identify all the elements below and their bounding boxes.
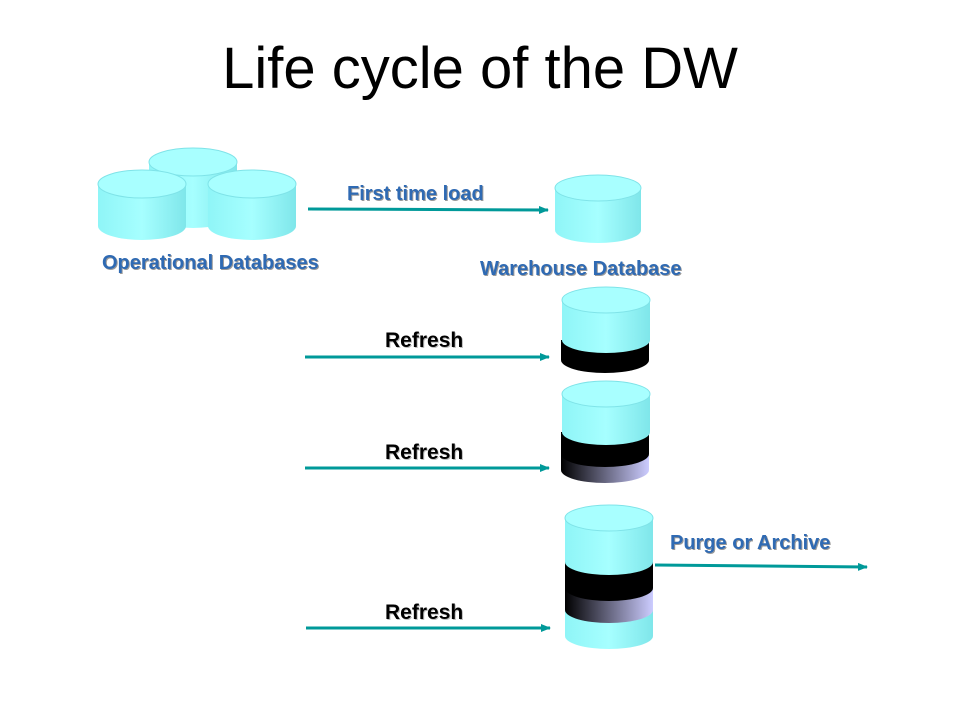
warehouse-db-refresh-3 <box>564 504 654 649</box>
purge-arrow <box>654 562 868 571</box>
operational-databases-label: Operational Databases <box>102 252 319 274</box>
operational-db-cylinder-left <box>97 169 187 240</box>
warehouse-database-label: Warehouse Database <box>480 258 682 280</box>
warehouse-db-refresh-1 <box>561 286 651 373</box>
refresh-label-3: Refresh <box>385 601 464 624</box>
page-title: Life cycle of the DW <box>222 36 738 101</box>
first-load-arrow <box>307 205 549 214</box>
warehouse-db-cylinder <box>554 174 642 243</box>
first-time-load-label: First time load <box>347 183 484 205</box>
warehouse-db-refresh-2 <box>561 380 651 483</box>
refresh-label-2: Refresh <box>385 441 464 464</box>
refresh-label-1: Refresh <box>385 329 464 352</box>
operational-db-cylinder-right <box>207 169 297 240</box>
purge-or-archive-label: Purge or Archive <box>670 532 831 554</box>
